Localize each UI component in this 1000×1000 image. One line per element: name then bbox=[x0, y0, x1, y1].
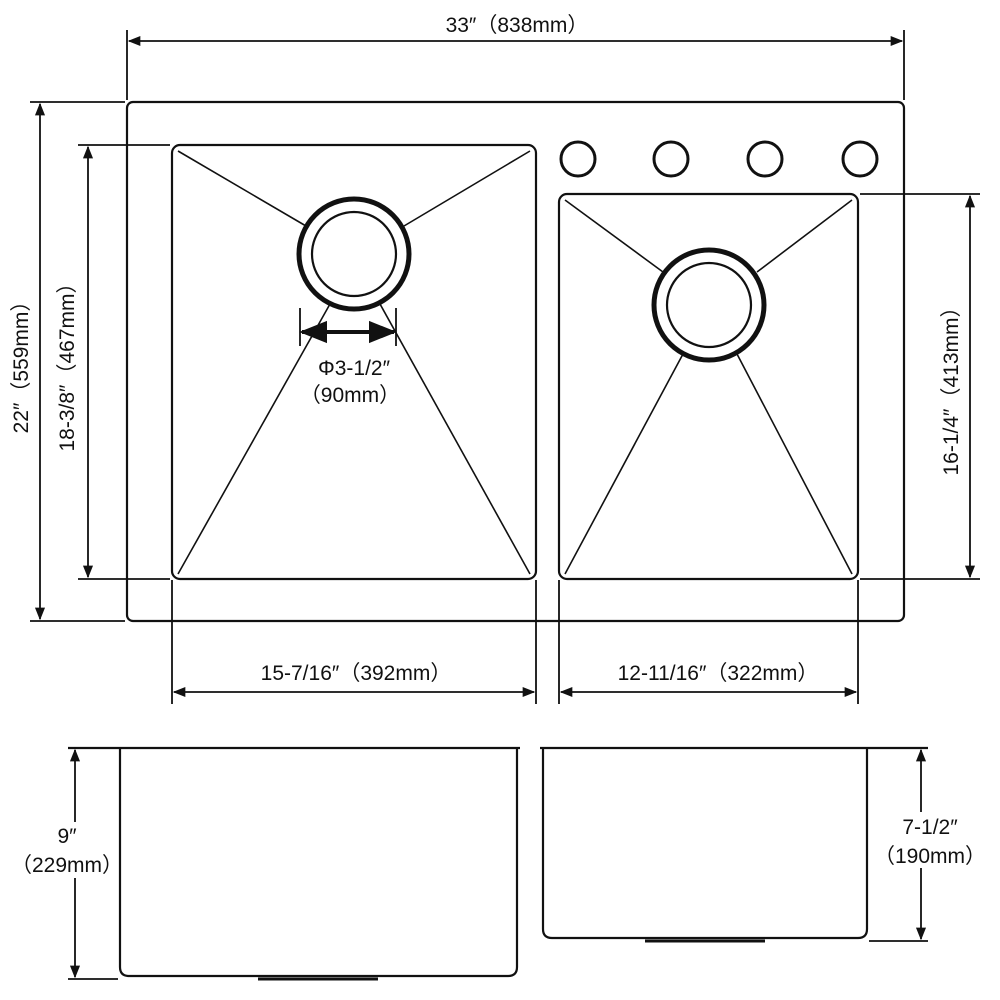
drain-diameter-in-label: Φ3-1/2″ bbox=[318, 357, 391, 380]
overall-depth-label: 22″（559mm） bbox=[10, 291, 33, 434]
right-bowl-width-dim: 12-11/16″（322mm） bbox=[558, 580, 859, 704]
side-view: 9″ （229mm） 7-1/2″ （190mm） bbox=[11, 746, 986, 981]
faucet-hole bbox=[559, 140, 597, 178]
overall-width-label: 33″（838mm） bbox=[446, 14, 589, 37]
right-height-dim: 7-1/2″ （190mm） bbox=[869, 748, 986, 942]
sink-outline bbox=[125, 100, 906, 623]
right-bowl-profile bbox=[541, 748, 869, 940]
left-bowl-depth-dim: 18-3/8″（467mm） bbox=[56, 144, 170, 580]
right-bowl-width-label: 12-11/16″（322mm） bbox=[618, 662, 819, 685]
left-height-in-label: 9″ bbox=[57, 825, 77, 848]
left-bowl-width-dim: 15-7/16″（392mm） bbox=[171, 580, 537, 704]
left-bowl-profile bbox=[118, 748, 519, 978]
overall-width-dim: 33″（838mm） bbox=[126, 14, 905, 100]
drain-diameter-mm-label: （90mm） bbox=[300, 384, 400, 407]
faucet-holes bbox=[559, 140, 879, 178]
right-drain bbox=[651, 247, 767, 363]
right-height-mm-label: （190mm） bbox=[874, 845, 986, 868]
left-bowl bbox=[170, 143, 538, 581]
right-bowl bbox=[557, 192, 860, 581]
right-bowl-depth-dim: 16-1/4″（413mm） bbox=[860, 193, 980, 580]
faucet-hole bbox=[652, 140, 690, 178]
left-bowl-depth-label: 18-3/8″（467mm） bbox=[56, 272, 79, 451]
faucet-hole bbox=[841, 140, 879, 178]
overall-depth-dim: 22″（559mm） bbox=[10, 101, 125, 622]
drain-diameter-dim: Φ3-1/2″ （90mm） bbox=[299, 308, 400, 407]
right-bowl-depth-label: 16-1/4″（413mm） bbox=[940, 296, 963, 475]
top-view: 33″（838mm） 22″（559mm） 18-3/8″（467mm） 16-… bbox=[10, 14, 980, 704]
left-height-dim: 9″ （229mm） bbox=[11, 748, 123, 980]
left-bowl-width-label: 15-7/16″（392mm） bbox=[261, 662, 452, 685]
right-height-in-label: 7-1/2″ bbox=[902, 816, 958, 839]
left-height-mm-label: （229mm） bbox=[11, 854, 123, 877]
left-drain bbox=[296, 196, 412, 312]
faucet-hole bbox=[746, 140, 784, 178]
